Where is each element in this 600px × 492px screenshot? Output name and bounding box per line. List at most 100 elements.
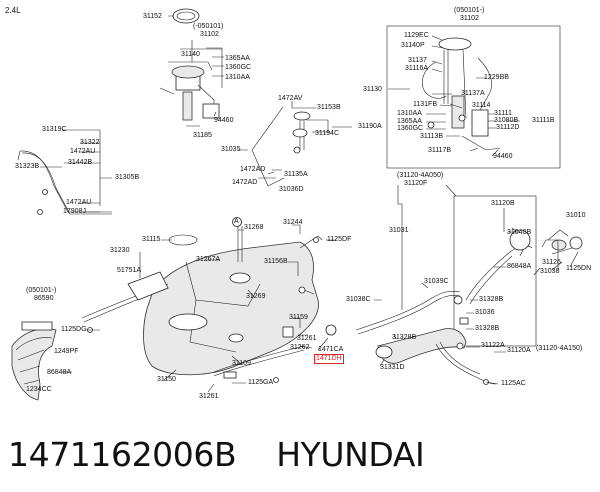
inset-label-31140p[interactable]: 31140P	[401, 42, 425, 49]
part-label-31152[interactable]: 31152	[143, 13, 162, 20]
part-label-1125dg[interactable]: 1125DG	[61, 326, 87, 333]
inset-label-31113b[interactable]: 31113B	[420, 133, 444, 140]
inset-label-1310aa[interactable]: 1310AA	[397, 110, 422, 117]
inset-label-1129ec[interactable]: 1129EC	[404, 32, 429, 39]
part-label-86848a-left[interactable]: 86848A	[47, 369, 72, 376]
part-label-1472ad-b[interactable]: 1472AD	[232, 179, 258, 186]
part-label-31305b[interactable]: 31305B	[115, 174, 140, 181]
filler-label-31038[interactable]: 31038	[540, 268, 560, 275]
filler-label-31048b[interactable]: 31048B	[507, 229, 532, 236]
filler-label-31328b-b[interactable]: 31328B	[475, 325, 500, 332]
part-label-1472au-b[interactable]: 1472AU	[66, 199, 92, 206]
part-label-31244[interactable]: 31244	[283, 219, 303, 226]
inset-label-1229bb[interactable]: 1229BB	[484, 74, 509, 81]
parts-diagram: 2.4L 31152 (-050101) 31102 31140 1365AA …	[5, 6, 592, 401]
part-label-31115[interactable]: 31115	[142, 236, 161, 243]
part-label-1471dh-highlighted[interactable]: 1471DH	[314, 354, 344, 364]
part-label-31156b[interactable]: 31156B	[264, 258, 288, 265]
part-number: 1471162006B	[8, 434, 237, 474]
part-label-31230[interactable]: 31230	[110, 247, 130, 254]
part-label-31268[interactable]: 31268	[244, 224, 264, 231]
part-label-1125ga[interactable]: 1125GA	[248, 379, 274, 386]
inset-label-1360gc[interactable]: 1360GC	[397, 125, 424, 132]
diagram-drawing	[11, 8, 583, 401]
part-label-51751a[interactable]: 51751A	[117, 267, 142, 274]
part-label-1471ca[interactable]: 1471CA	[318, 346, 344, 353]
inset-label-31137a[interactable]: 31137A	[461, 90, 485, 97]
filler-label-31010[interactable]: 31010	[566, 212, 586, 219]
filler-label-31328b-c[interactable]: 31328B	[392, 334, 417, 341]
part-label-31261-b[interactable]: 31261	[199, 393, 219, 400]
inset-label-1365aa[interactable]: 1365AA	[397, 118, 422, 125]
part-label-17908j[interactable]: 17908J	[63, 208, 86, 215]
part-label-86590[interactable]: 86590	[34, 295, 54, 302]
filler-label-31120b[interactable]: 31120B	[491, 200, 515, 207]
part-label-31267a[interactable]: 31267A	[196, 256, 221, 263]
filler-label-31038c[interactable]: 31038C	[346, 296, 371, 303]
part-label-94460[interactable]: 94460	[214, 117, 234, 124]
inset-label-31080b[interactable]: 31080B	[494, 117, 519, 124]
inset-label-31102[interactable]: 31102	[460, 15, 479, 22]
sender-rods-drawing	[251, 106, 311, 187]
part-label-31190a[interactable]: 31190A	[358, 123, 382, 130]
part-label-1125df[interactable]: 1125DF	[327, 236, 352, 243]
filler-label-31328b-a[interactable]: 31328B	[479, 296, 504, 303]
part-label-31035[interactable]: 31035	[221, 146, 241, 153]
part-label-31185[interactable]: 31185	[193, 132, 212, 139]
filler-label-31036[interactable]: 31036	[475, 309, 495, 316]
part-label-31323b[interactable]: 31323B	[15, 163, 40, 170]
part-label-31109[interactable]: 31109	[232, 360, 251, 367]
part-label-31261-a[interactable]: 31261	[297, 335, 317, 342]
filler-label-31120-4a050: (31120-4A050)	[397, 172, 444, 179]
vapor-tube-drawing	[17, 150, 112, 215]
inset-label-31112d[interactable]: 31112D	[496, 124, 520, 131]
part-label-1472ad-a[interactable]: 1472AD	[240, 166, 266, 173]
brand-name: HYUNDAI	[276, 434, 425, 474]
filler-label-31122a[interactable]: 31122A	[481, 342, 505, 349]
part-label-1472au-a[interactable]: 1472AU	[70, 148, 96, 155]
inset-label-050101: (050101-)	[454, 7, 485, 14]
filler-label-31120-4a150: (31120-4A150)	[536, 345, 583, 352]
inset-label-94460[interactable]: 94460	[493, 153, 513, 160]
fuel-pump-module-drawing	[159, 8, 222, 121]
part-label-31269[interactable]: 31269	[246, 293, 266, 300]
part-label-31442b[interactable]: 31442B	[68, 159, 93, 166]
part-label-050101-lower: (050101-)	[26, 287, 57, 294]
part-label-1360gc[interactable]: 1360GC	[225, 64, 252, 71]
part-label-31319c[interactable]: 31319C	[42, 126, 67, 133]
inset-label-31116a[interactable]: 31116A	[405, 65, 429, 72]
part-label-31322[interactable]: 31322	[80, 139, 100, 146]
filler-label-86848a[interactable]: 86848A	[507, 263, 532, 270]
part-label-1472av[interactable]: 1472AV	[278, 95, 303, 102]
inset-label-31130[interactable]: 31130	[363, 86, 382, 93]
filler-label-31120a[interactable]: 31120A	[507, 347, 531, 354]
part-label-31262[interactable]: 31262	[290, 344, 310, 351]
part-label-31159[interactable]: 31159	[289, 314, 308, 321]
leader-lines	[40, 15, 579, 393]
filler-label-31120f[interactable]: 31120F	[404, 180, 428, 187]
part-label-31135a[interactable]: 31135A	[284, 171, 308, 178]
part-label-31140[interactable]: 31140	[181, 51, 200, 58]
filler-label-1125dn[interactable]: 1125DN	[566, 265, 592, 272]
inset-label-31111[interactable]: 31111	[494, 110, 512, 117]
part-label-31153b[interactable]: 31153B	[317, 104, 341, 111]
part-label-1365aa[interactable]: 1365AA	[225, 55, 250, 62]
part-label-1234cc[interactable]: 1234CC	[26, 386, 52, 393]
part-label-31036d[interactable]: 31036D	[279, 186, 304, 193]
part-label-31150[interactable]: 31150	[157, 376, 176, 383]
part-label-1249pf[interactable]: 1249PF	[54, 348, 79, 355]
part-label-1310aa[interactable]: 1310AA	[225, 74, 250, 81]
filler-label-31126[interactable]: 31126	[542, 259, 561, 266]
part-label-31102[interactable]: 31102	[200, 31, 219, 38]
filler-label-1125ac[interactable]: 1125AC	[501, 380, 526, 387]
inset-label-31111b[interactable]: 31111B	[532, 117, 555, 124]
filler-label-31031[interactable]: 31031	[389, 227, 409, 234]
filler-label-31039c[interactable]: 31039C	[424, 278, 449, 285]
inset-label-31114[interactable]: 31114	[472, 102, 491, 109]
inset-label-31137[interactable]: 31137	[408, 57, 427, 64]
part-number-footer: 1471162006B HYUNDAI	[8, 432, 425, 476]
inset-label-1131fb[interactable]: 1131FB	[413, 101, 437, 108]
inset-label-31117b[interactable]: 31117B	[428, 147, 452, 154]
filler-label-31331d[interactable]: 31331D	[380, 364, 405, 371]
part-label-31194c[interactable]: 31194C	[315, 130, 340, 137]
